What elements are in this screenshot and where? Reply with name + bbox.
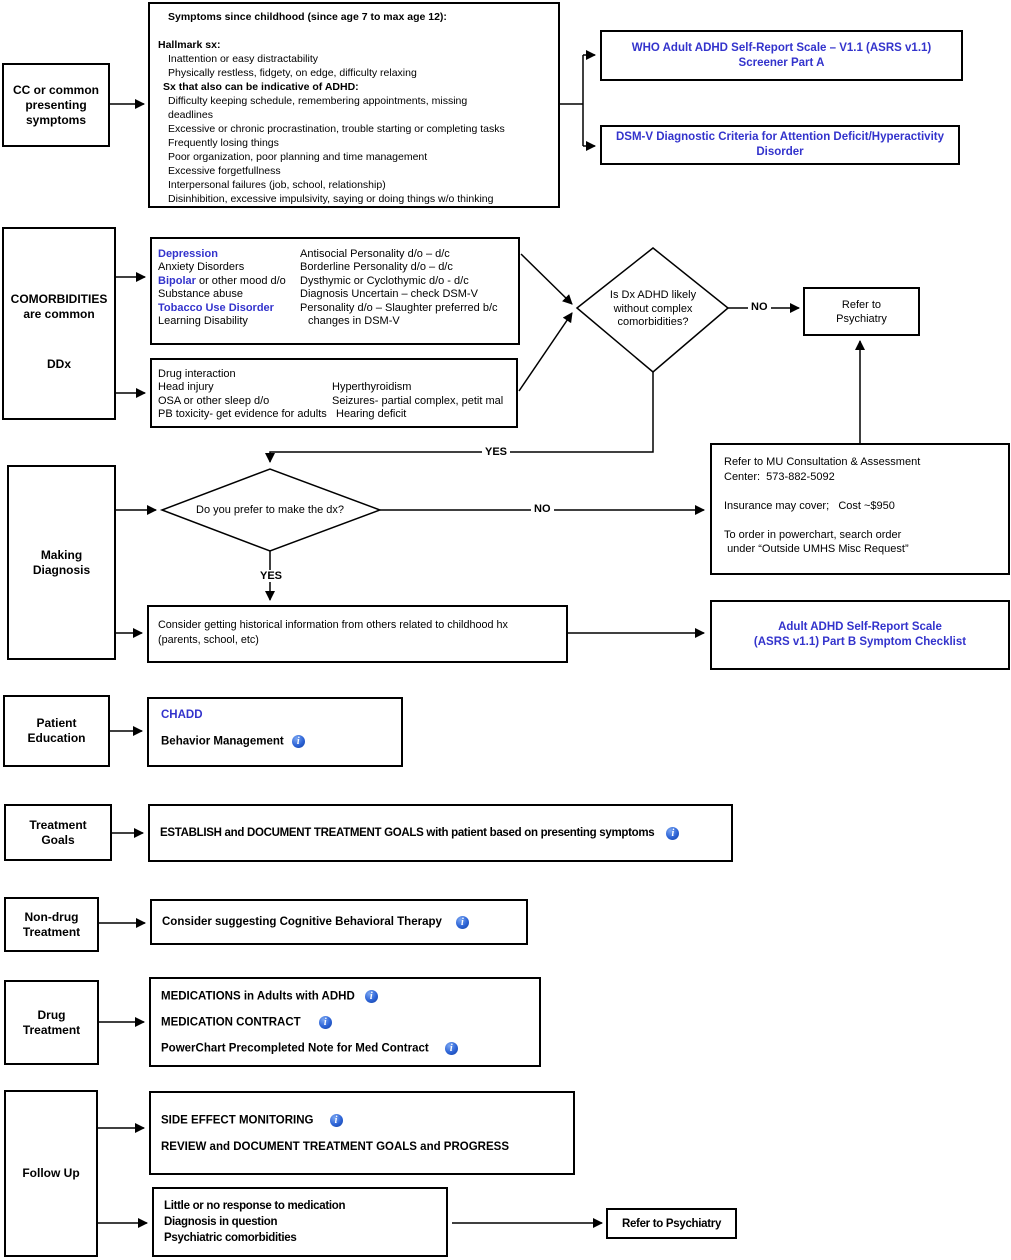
indicative-item: Frequently losing things: [168, 137, 279, 149]
refer-psychiatry-bottom-label: Refer to Psychiatry: [621, 1217, 722, 1230]
hallmark-header: Hallmark sx:: [158, 39, 221, 51]
indicative-item: Disinhibition, excessive impulsivity, sa…: [168, 193, 494, 205]
indicative-item: Difficulty keeping schedule, remembering…: [168, 95, 468, 121]
tobacco-use-disorder-link[interactable]: Tobacco Use Disorder: [158, 301, 274, 314]
hallmark-item: Inattention or easy distractability: [168, 53, 318, 65]
stage-cc-label: CC or common presenting symptoms: [12, 82, 99, 127]
yes-label: YES: [257, 570, 286, 582]
hallmark-item: Physically restless, fidgety, on edge, d…: [168, 67, 417, 79]
stage-patient-education: Patient Education: [3, 695, 110, 767]
depression-link[interactable]: Depression: [158, 248, 218, 260]
refer-psychiatry-bottom-box: Refer to Psychiatry: [606, 1208, 737, 1239]
stage-drug-treatment: Drug Treatment: [4, 980, 99, 1065]
who-asrs-screener-link[interactable]: WHO Adult ADHD Self-Report Scale – V1.1 …: [631, 41, 932, 69]
stage-non-drug-treatment: Non-drug Treatment: [4, 897, 99, 952]
ddx-item: OSA or other sleep d/o: [158, 394, 270, 407]
ddx-list-box: Drug interaction Head injury OSA or othe…: [150, 358, 518, 428]
indicative-item: Poor organization, poor planning and tim…: [168, 151, 428, 163]
escalation-box: Little or no response to medication Diag…: [152, 1187, 448, 1257]
follow-up-box: SIDE EFFECT MONITORING i REVIEW and DOCUM…: [149, 1091, 575, 1175]
review-goals-label: REVIEW and DOCUMENT TREATMENT GOALS and …: [161, 1140, 509, 1153]
indicative-item: Interpersonal failures (job, school, rel…: [168, 179, 386, 191]
stage-treatment-goals: Treatment Goals: [4, 804, 112, 861]
ddx-note-item: Dysthymic or Cyclothymic d/o - d/c: [300, 274, 469, 287]
consider-history-box: Consider getting historical information …: [147, 605, 568, 663]
ddx-note-item: Diagnosis Uncertain – check DSM-V: [300, 288, 478, 301]
dsm-criteria-link-box[interactable]: DSM-V Diagnostic Criteria for Attention …: [600, 125, 960, 165]
patient-education-box: CHADD Behavior Management i: [147, 697, 403, 767]
no-label: NO: [531, 503, 554, 515]
yes-label: YES: [482, 446, 511, 458]
asrs-part-b-link-box[interactable]: Adult ADHD Self-Report Scale (ASRS v1.1)…: [710, 600, 1010, 670]
ddx-item: PB toxicity- get evidence for adults: [158, 408, 327, 421]
comorbid-item: Anxiety Disorders: [158, 261, 245, 274]
asrs-part-b-link[interactable]: Adult ADHD Self-Report Scale (ASRS v1.1)…: [753, 621, 967, 648]
stage-making-diagnosis: Making Diagnosis: [7, 465, 116, 660]
indicative-item: Excessive forgetfullness: [168, 165, 281, 177]
cbt-text: Consider suggesting Cognitive Behavioral…: [162, 916, 442, 928]
drug-treatment-box: MEDICATIONS in Adults with ADHD i MEDICAT…: [149, 977, 541, 1067]
ddx-note-item: Personality d/o – Slaughter preferred b/…: [300, 301, 498, 314]
stage-making-diagnosis-label: Making Diagnosis: [32, 547, 91, 577]
stage-follow-up: Follow Up: [4, 1090, 98, 1257]
ddx-note-item: changes in DSM-V: [308, 315, 400, 328]
info-icon[interactable]: i: [666, 826, 680, 840]
ddx-item: Hearing deficit: [336, 408, 407, 421]
decision-prefer-dx: Do you prefer to make the dx?: [196, 504, 344, 516]
ddx-item: Hyperthyroidism: [332, 381, 412, 394]
who-asrs-screener-link-box[interactable]: WHO Adult ADHD Self-Report Scale – V1.1 …: [600, 30, 963, 81]
treatment-goals-text: ESTABLISH and DOCUMENT TREATMENT GOALS w…: [160, 827, 655, 839]
info-icon[interactable]: i: [318, 1015, 332, 1029]
ddx-note-item: Borderline Personality d/o – d/c: [300, 261, 453, 274]
stage-treatment-goals-label: Treatment Goals: [29, 817, 87, 847]
stage-comorbidities-ddx: COMORBIDITIES are common DDx: [2, 227, 116, 420]
ddx-note-item: Antisocial Personality d/o – d/c: [300, 248, 450, 260]
dsm-criteria-link[interactable]: DSM-V Diagnostic Criteria for Attention …: [615, 131, 944, 158]
info-icon[interactable]: i: [291, 735, 305, 748]
treatment-goals-box: ESTABLISH and DOCUMENT TREATMENT GOALS w…: [148, 804, 733, 862]
symptoms-box: Symptoms since childhood (since age 7 to…: [148, 2, 560, 208]
stage-drug-label: Drug Treatment: [22, 1007, 81, 1037]
ddx-item: Drug interaction: [158, 368, 236, 380]
ddx-item: Seizures- partial complex, petit mal: [332, 394, 504, 407]
side-effect-monitoring-label: SIDE EFFECT MONITORING: [161, 1113, 314, 1126]
stage-cc-presenting-symptoms: CC or common presenting symptoms: [2, 63, 110, 147]
stage-follow-up-label: Follow Up: [22, 1166, 80, 1180]
refer-psychiatry-box: Refer to Psychiatry: [803, 287, 920, 336]
powerchart-note-label: PowerChart Precompleted Note for Med Con…: [161, 1041, 429, 1054]
symptoms-title: Symptoms since childhood (since age 7 to…: [168, 11, 447, 23]
refer-psychiatry-label: Refer to Psychiatry: [836, 298, 887, 325]
stage-non-drug-label: Non-drug Treatment: [22, 909, 81, 939]
behavior-management-label: Behavior Management: [161, 735, 284, 748]
comorbid-item: Substance abuse: [158, 288, 244, 301]
stage-patient-education-label: Patient Education: [27, 716, 86, 745]
medication-contract-label: MEDICATION CONTRACT: [161, 1015, 301, 1028]
medications-adults-label: MEDICATIONS in Adults with ADHD: [161, 989, 355, 1002]
ddx-item: Head injury: [158, 381, 214, 394]
no-label: NO: [748, 301, 771, 313]
info-icon[interactable]: i: [455, 915, 469, 929]
info-icon[interactable]: i: [329, 1113, 343, 1127]
info-icon[interactable]: i: [364, 989, 378, 1003]
info-icon[interactable]: i: [444, 1041, 458, 1055]
chadd-link[interactable]: CHADD: [161, 709, 203, 721]
non-drug-box: Consider suggesting Cognitive Behavioral…: [150, 899, 528, 945]
bipolar-link[interactable]: Bipolar: [158, 274, 196, 287]
comorbid-item: Learning Disability: [158, 315, 248, 328]
decision-complex-comorbidities: Is Dx ADHD likely without complex comorb…: [609, 289, 697, 328]
indicative-header: Sx that also can be indicative of ADHD:: [163, 81, 359, 93]
stage-ddx-label: DDx: [46, 357, 71, 371]
mu-consultation-box: Refer to MU Consultation & Assessment Ce…: [710, 443, 1010, 575]
indicative-item: Excessive or chronic procrastination, tr…: [168, 123, 505, 135]
comorbid-item: or other mood d/o: [195, 274, 286, 287]
stage-comorbidities-label: COMORBIDITIES are common: [10, 292, 108, 321]
comorbidities-list-box: Depression Anxiety Disorders Bipolar or …: [150, 237, 520, 345]
